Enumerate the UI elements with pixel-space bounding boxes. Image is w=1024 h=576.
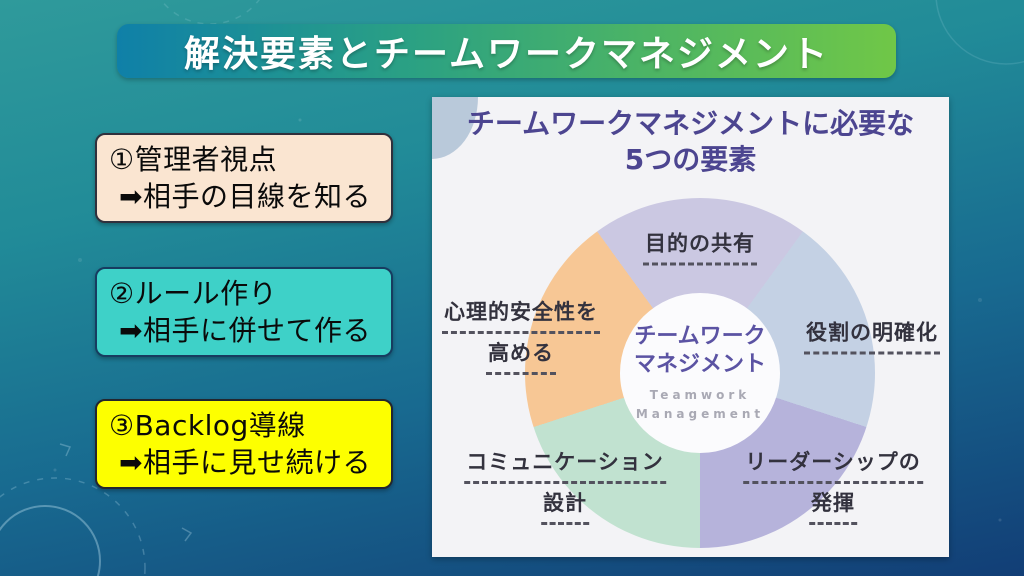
segment-label-psychological-safety: 心理的安全性を 高める	[442, 296, 600, 378]
point-box-rule-making: ②ルール作り ➡相手に併せて作る	[95, 267, 393, 357]
slide-title-banner: 解決要素とチームワークマネジメント	[117, 24, 896, 78]
point-3-detail: ➡相手に見せ続ける	[119, 446, 371, 479]
point-2-heading: ②ルール作り	[109, 277, 278, 310]
diagram-title-line1: チームワークマネジメントに必要な	[466, 107, 915, 140]
slide-title: 解決要素とチームワークマネジメント	[184, 34, 829, 75]
donut-center: チームワーク マネジメント Teamwork Management	[620, 293, 780, 453]
segment-label-role-clarification: 役割の明確化	[804, 317, 940, 358]
donut-center-jp-line2: マネジメント	[633, 351, 766, 377]
point-box-backlog-flow: ③Backlog導線 ➡相手に見せ続ける	[95, 399, 393, 489]
point-2-detail: ➡相手に併せて作る	[119, 314, 371, 347]
segment-label-purpose-sharing: 目的の共有	[643, 228, 757, 269]
point-box-manager-perspective: ①管理者視点 ➡相手の目線を知る	[95, 133, 393, 223]
donut-center-jp-line1: チームワーク	[634, 323, 766, 349]
donut-center-en-line1: Teamwork	[649, 388, 751, 403]
donut-center-jp: チームワーク マネジメント	[634, 323, 766, 379]
donut-center-en-line2: Management	[635, 406, 765, 421]
diagram-title: チームワークマネジメントに必要な 5つの要素	[432, 106, 949, 179]
donut-center-en: Teamwork Management	[636, 386, 764, 423]
diagram-panel: チームワークマネジメントに必要な 5つの要素 チームワーク マネジメント Tea…	[432, 97, 949, 557]
diagram-title-line2: 5つの要素	[624, 143, 757, 177]
segment-label-communication-design: コミュニケーション 設計	[464, 446, 666, 528]
point-1-detail: ➡相手の目線を知る	[119, 180, 371, 213]
point-1-heading: ①管理者視点	[109, 143, 278, 176]
segment-label-leadership: リーダーシップの 発揮	[743, 446, 923, 528]
point-3-heading: ③Backlog導線	[109, 409, 306, 442]
